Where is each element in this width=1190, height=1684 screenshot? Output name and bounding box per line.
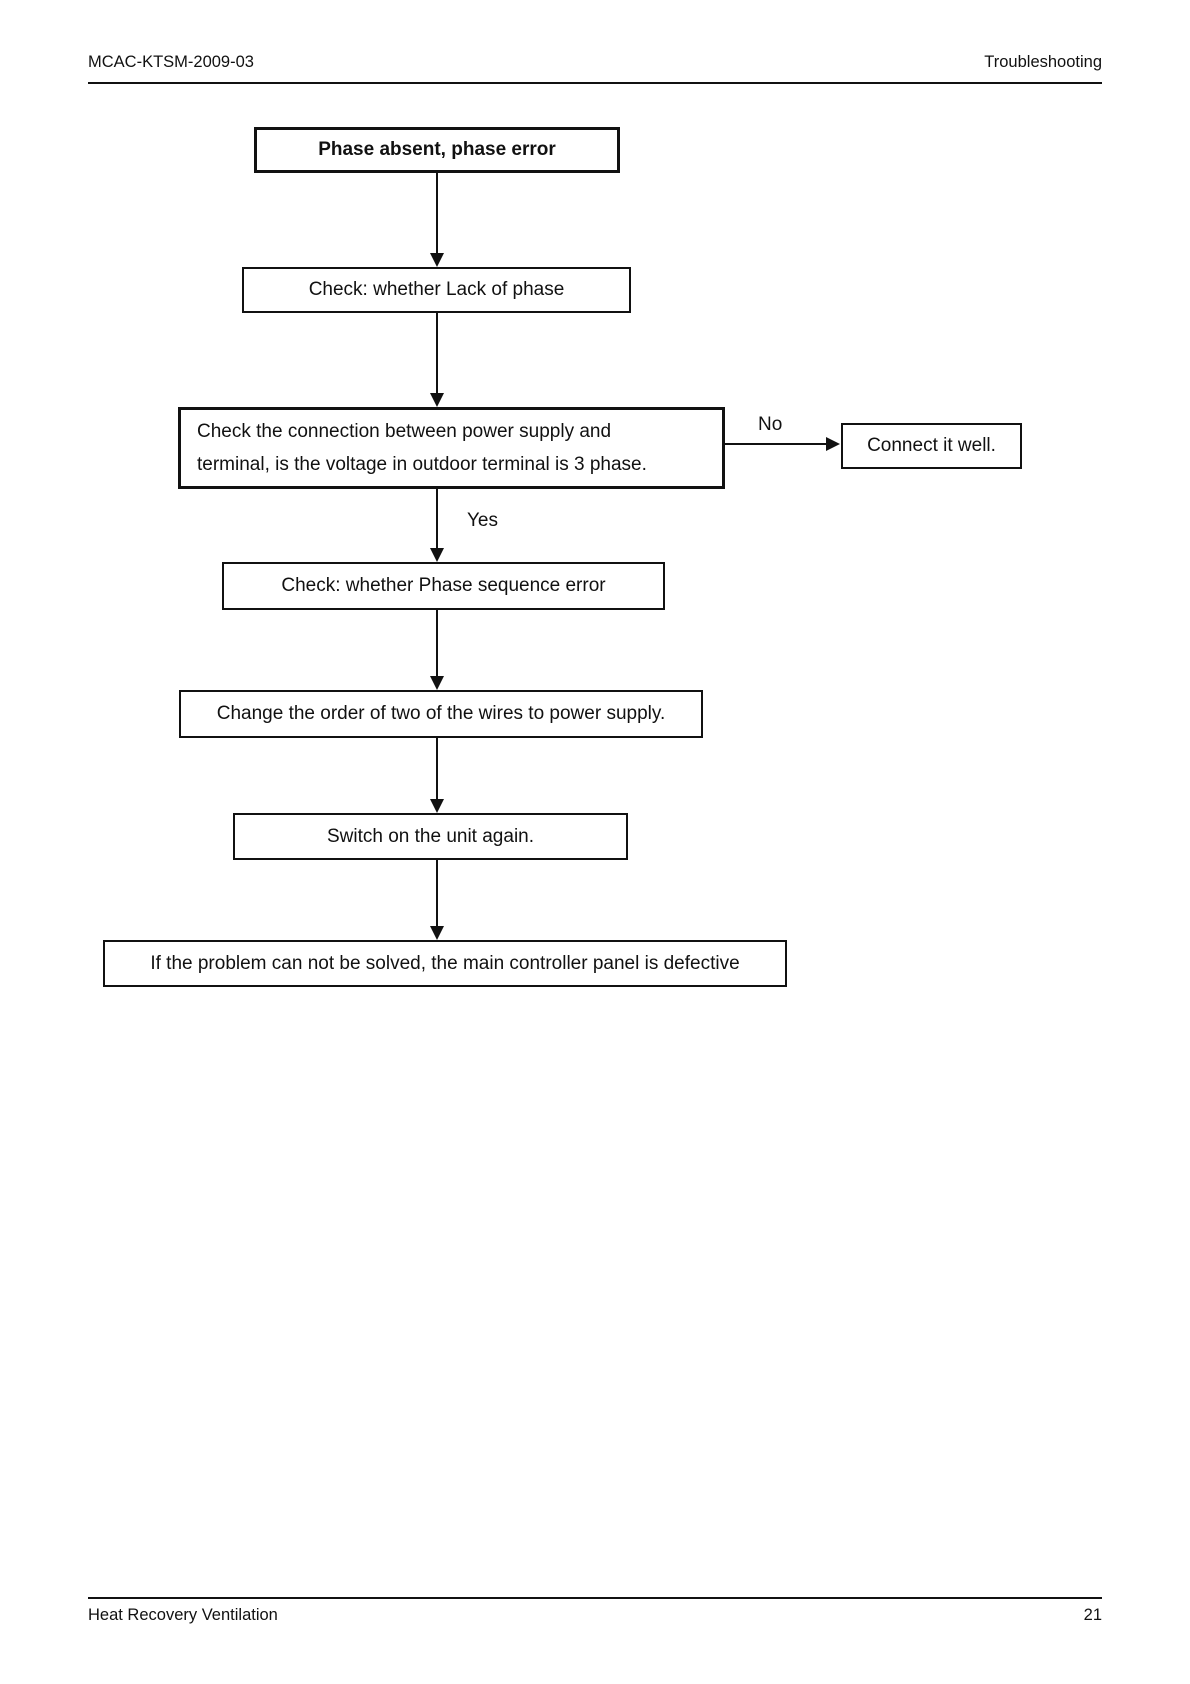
arrow-line	[436, 610, 438, 677]
page-footer: Heat Recovery Ventilation 21	[88, 1606, 1102, 1625]
node-check-connection-line1: Check the connection between power suppl…	[197, 421, 612, 442]
arrow-down-icon	[430, 676, 444, 690]
node-check-lack-of-phase: Check: whether Lack of phase	[242, 267, 631, 313]
footer-rule	[88, 1597, 1102, 1599]
footer-title: Heat Recovery Ventilation	[88, 1606, 278, 1624]
node-phase-error-title: Phase absent, phase error	[254, 127, 620, 173]
arrow-down-icon	[430, 393, 444, 407]
node-check-connection-line2: terminal, is the voltage in outdoor term…	[197, 454, 647, 475]
page-header: MCAC-KTSM-2009-03 Troubleshooting	[88, 53, 1102, 72]
node-switch-on-again: Switch on the unit again.	[233, 813, 628, 860]
arrow-line	[436, 313, 438, 394]
arrow-down-icon	[430, 548, 444, 562]
node-panel-defective: If the problem can not be solved, the ma…	[103, 940, 787, 987]
node-check-phase-sequence: Check: whether Phase sequence error	[222, 562, 665, 610]
header-rule	[88, 82, 1102, 84]
node-change-wire-order: Change the order of two of the wires to …	[179, 690, 703, 738]
arrow-down-icon	[430, 799, 444, 813]
arrow-line	[436, 173, 438, 254]
arrow-line	[436, 738, 438, 800]
node-check-connection: Check the connection between power suppl…	[178, 407, 725, 489]
arrow-right-icon	[826, 437, 840, 451]
edge-label-yes: Yes	[467, 510, 498, 531]
arrow-down-icon	[430, 253, 444, 267]
header-doc-code: MCAC-KTSM-2009-03	[88, 53, 254, 71]
arrow-down-icon	[430, 926, 444, 940]
arrow-line	[725, 443, 826, 445]
node-connect-it-well: Connect it well.	[841, 423, 1022, 469]
header-section-title: Troubleshooting	[984, 53, 1102, 71]
arrow-line	[436, 489, 438, 549]
arrow-line	[436, 860, 438, 927]
edge-label-no: No	[758, 414, 783, 435]
footer-page-number: 21	[1083, 1606, 1102, 1624]
